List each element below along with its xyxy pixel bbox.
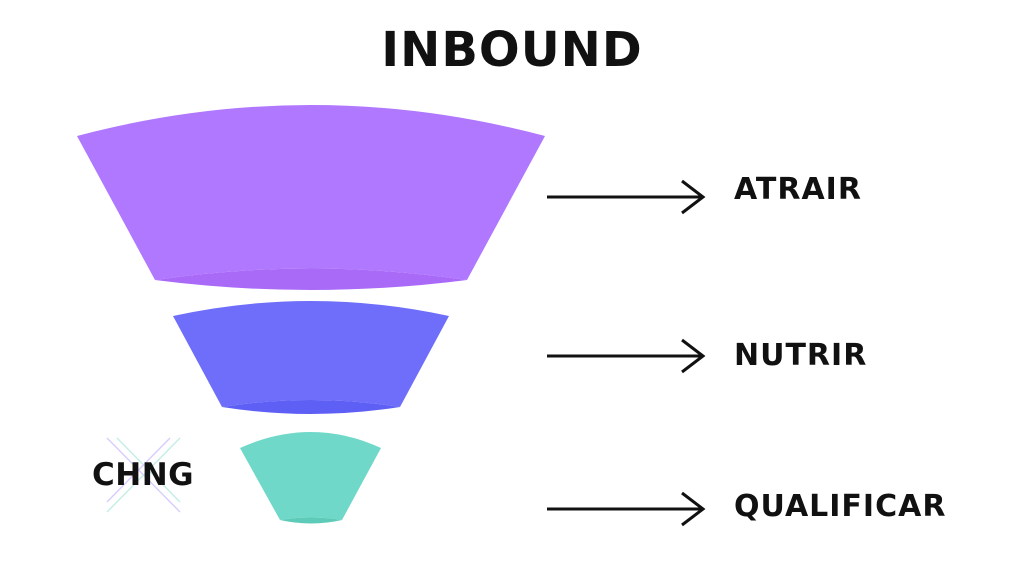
- funnel-stage-qualificar: [240, 432, 381, 524]
- stage-label-nutrir: NUTRIR: [734, 338, 868, 373]
- funnel-segment-shade: [155, 268, 467, 290]
- logo-mark-stroke: [106, 437, 181, 513]
- funnel-stage-atrair: [77, 105, 545, 290]
- stage-label-atrair: ATRAIR: [734, 172, 862, 207]
- funnel-segment: [173, 301, 449, 407]
- arrow-qualificar: [547, 491, 706, 527]
- stage-label-qualificar: QUALIFICAR: [734, 489, 947, 524]
- funnel-segment-shade: [280, 517, 342, 524]
- arrow-nutrir: [547, 338, 706, 374]
- logo-mark: [106, 437, 181, 513]
- logo-mark-stroke: [106, 437, 171, 503]
- arrow-atrair: [547, 179, 706, 215]
- diagram-title: INBOUND: [381, 22, 643, 78]
- funnel-segment: [77, 105, 545, 280]
- funnel-segment-shade: [222, 400, 400, 414]
- logo-text: CHNG: [92, 457, 195, 493]
- funnel-segment: [240, 432, 381, 520]
- funnel-stage-nutrir: [173, 301, 449, 414]
